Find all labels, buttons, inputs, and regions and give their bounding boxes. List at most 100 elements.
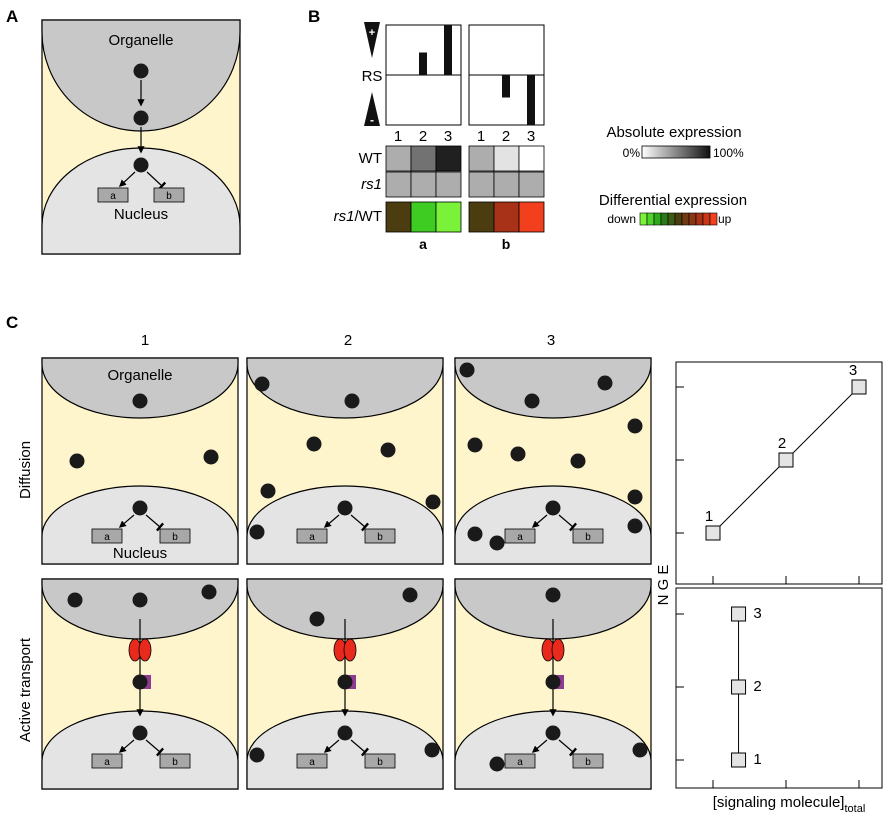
activation-arrow	[118, 739, 135, 753]
repression-arrow	[558, 739, 578, 757]
row-label-diffusion: Diffusion	[17, 441, 34, 499]
legend-differential-down: down	[607, 212, 636, 226]
signaling-molecule	[402, 587, 418, 603]
increase-triangle	[364, 22, 380, 58]
y-axis-label: N G E	[655, 565, 672, 606]
gene-b-box	[572, 528, 604, 544]
signaling-molecule	[467, 526, 483, 542]
repression-arrow	[350, 514, 370, 532]
x-axis-label: [signaling molecule]total	[713, 794, 866, 815]
gene-a-box	[296, 528, 328, 544]
active-point-label: 2	[753, 678, 761, 695]
legend-absolute-gradient	[641, 145, 711, 159]
nuclear-molecule	[545, 500, 561, 516]
nucleus	[246, 710, 444, 790]
legend-differential-swatch	[667, 212, 676, 226]
organelle	[454, 357, 652, 419]
diffusion-point	[851, 379, 867, 395]
signaling-molecule	[133, 157, 149, 173]
active-point-label: 3	[753, 605, 761, 622]
gene-a-label: a	[110, 191, 116, 202]
ratio-cell-a-3	[435, 201, 462, 233]
signaling-molecule	[424, 742, 440, 758]
nuclear-molecule	[545, 725, 561, 741]
rs-bars	[419, 25, 535, 125]
signaling-molecule	[249, 747, 265, 763]
legend-absolute-min: 0%	[623, 146, 641, 160]
x-axis-label-sub: total	[844, 803, 865, 815]
signaling-molecule	[69, 453, 85, 469]
rs1-cell-b-2	[493, 171, 520, 198]
diffusion-series-line	[712, 459, 787, 534]
gene-b-box	[364, 528, 396, 544]
legend-differential-swatch	[681, 212, 690, 226]
panel-a-letter: A	[6, 7, 18, 26]
diffusion-series-line	[785, 386, 860, 461]
ratio-cell-b-3	[518, 201, 545, 233]
legend-differential-swatch	[660, 212, 669, 226]
signaling-molecule	[344, 393, 360, 409]
signaling-molecule	[524, 393, 540, 409]
panel-a: A Organelle Nucleus a b	[6, 7, 241, 255]
signaling-molecule	[545, 587, 561, 603]
transporter	[343, 638, 357, 662]
minus-sign: -	[370, 113, 374, 127]
condition-label: 3	[444, 128, 452, 145]
column-label: 1	[141, 332, 149, 349]
signaling-molecule	[597, 375, 613, 391]
activation-arrow	[118, 514, 135, 528]
legend-differential-swatch	[674, 212, 683, 226]
active-point	[731, 679, 747, 695]
activation-arrow	[323, 739, 340, 753]
rs1-cell-a-3	[435, 171, 462, 198]
signaling-molecule	[132, 592, 148, 608]
gene-b-box	[159, 753, 191, 769]
gene-a-label: a	[309, 532, 315, 543]
diffusion-point	[778, 452, 794, 468]
gene-b-box	[159, 528, 191, 544]
gene-b-box	[153, 187, 185, 203]
gene-a-box	[91, 753, 123, 769]
nucleus-label: Nucleus	[114, 206, 168, 223]
plus-sign: +	[369, 27, 375, 39]
gene-b-box	[572, 753, 604, 769]
legend-differential-title: Differential expression	[599, 192, 747, 209]
gene-b-label: b	[172, 532, 178, 543]
signaling-molecule	[570, 453, 586, 469]
gene-a-label: a	[517, 532, 523, 543]
legend-differential-swatch	[709, 212, 718, 226]
legend-absolute-max: 100%	[713, 146, 744, 160]
signaling-molecule	[249, 524, 265, 540]
legend-differential-swatches	[639, 212, 718, 226]
signaling-molecule	[380, 442, 396, 458]
legend-differential-swatch	[653, 212, 662, 226]
legend-differential-swatch	[702, 212, 711, 226]
row-label-active-transport: Active transport	[17, 637, 34, 742]
signaling-molecule	[425, 494, 441, 510]
signaling-molecule	[203, 449, 219, 465]
row-label-ratio-suffix: /WT	[355, 208, 383, 225]
ratio-cell-a-2	[410, 201, 437, 233]
rs1-cell-b-1	[468, 171, 495, 198]
signaling-molecule	[67, 592, 83, 608]
transporter	[551, 638, 565, 662]
diffusion-point-label: 1	[705, 508, 713, 525]
gene-a-label: a	[104, 532, 110, 543]
rs-bar-b-3	[527, 75, 535, 125]
ratio-cell-b-2	[493, 201, 520, 233]
signaling-molecule	[132, 674, 148, 690]
signaling-molecule	[627, 489, 643, 505]
rs-bar-a-2	[419, 52, 427, 75]
nucleus	[41, 710, 239, 790]
signaling-molecule	[489, 535, 505, 551]
signaling-molecule	[133, 110, 149, 126]
legend-differential-swatch	[695, 212, 704, 226]
repression-arrow	[145, 514, 165, 532]
row-label-ratio: rs1/WT	[334, 208, 382, 225]
nucleus-label: Nucleus	[113, 545, 167, 562]
gene-a-box	[91, 528, 123, 544]
activation-arrow	[118, 171, 136, 187]
